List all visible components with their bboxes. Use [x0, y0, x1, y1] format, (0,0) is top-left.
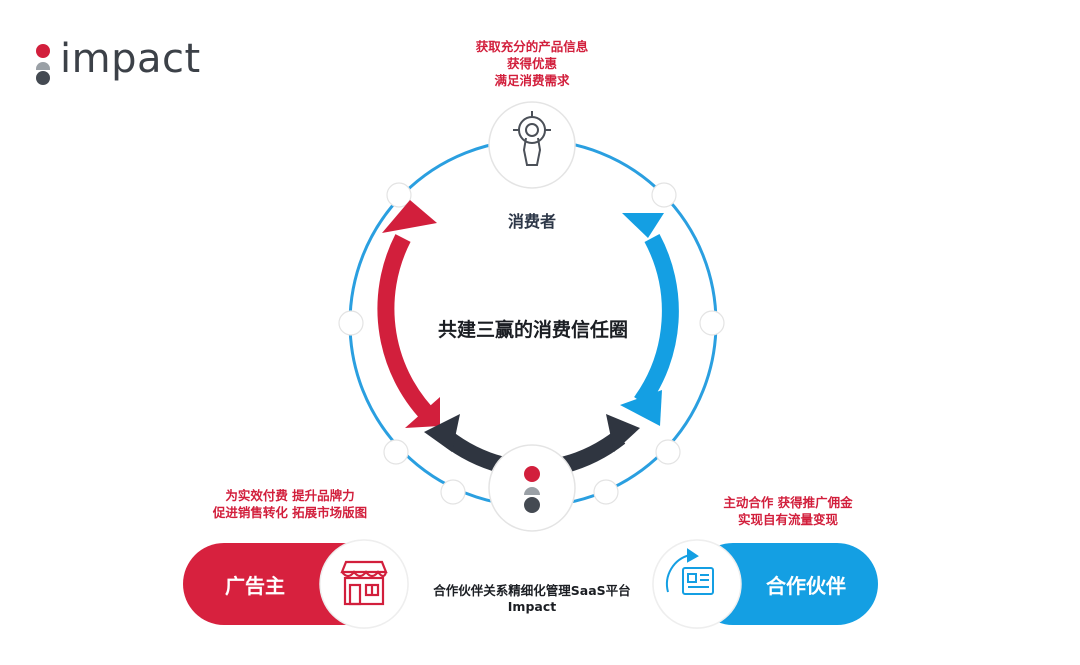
dark-arc-left [440, 430, 505, 474]
partner-note: 实现自有流量变现 [737, 512, 838, 527]
consumer-node [488, 101, 576, 189]
platform-line: 合作伙伴关系精细化管理SaaS平台 [433, 583, 631, 598]
blue-arrowhead [620, 390, 662, 426]
partner-note: 主动合作 获得推广佣金 [723, 495, 853, 510]
center-title: 共建三赢的消费信任圈 [437, 319, 628, 341]
advertiser-note: 促进销售转化 拓展市场版图 [212, 505, 368, 520]
ring-dot [655, 439, 681, 465]
partner-pill: 合作伙伴 [692, 543, 878, 625]
blue-arc [634, 233, 679, 407]
ring-dot [593, 479, 619, 505]
partner-label: 合作伙伴 [766, 573, 846, 598]
consumer-notes: 获取充分的产品信息 获得优惠 满足消费需求 [432, 38, 632, 89]
advertiser-note: 为实效付费 提升品牌力 [225, 488, 355, 503]
consumer-note: 满足消费需求 [494, 73, 570, 88]
ring-dots [338, 182, 725, 505]
blue-tail [622, 213, 664, 238]
advertiser-label: 广告主 [225, 573, 285, 598]
dark-arc-right [561, 430, 626, 474]
red-arc [377, 234, 439, 427]
platform-name: Impact [507, 599, 557, 614]
partner-notes: 主动合作 获得推广佣金 实现自有流量变现 [688, 494, 888, 528]
logo-wordmark: impact [60, 36, 201, 82]
ring-dot [383, 439, 409, 465]
impact-logo-icon [524, 466, 540, 513]
dark-arrowhead-right [606, 414, 640, 452]
dark-arrowhead-left [424, 414, 460, 452]
platform-caption: 合作伙伴关系精细化管理SaaS平台 Impact [412, 583, 652, 615]
red-tail [405, 397, 440, 428]
ring-dot [440, 479, 466, 505]
consumer-note: 获得优惠 [506, 56, 557, 71]
advertiser-pill: 广告主 [183, 543, 383, 625]
consumer-note: 获取充分的产品信息 [475, 39, 589, 54]
ring-dot [338, 310, 364, 336]
consumer-label: 消费者 [507, 212, 556, 231]
ring-dot [651, 182, 677, 208]
ring-dot [699, 310, 725, 336]
logo-dot-gray [36, 62, 50, 70]
logo-dot-dark [36, 71, 50, 85]
ring-dot [386, 182, 412, 208]
target-person-icon [513, 111, 551, 166]
red-arrowhead [382, 200, 437, 233]
advertiser-notes: 为实效付费 提升品牌力 促进销售转化 拓展市场版图 [190, 487, 390, 521]
logo-dot-red [36, 44, 50, 58]
